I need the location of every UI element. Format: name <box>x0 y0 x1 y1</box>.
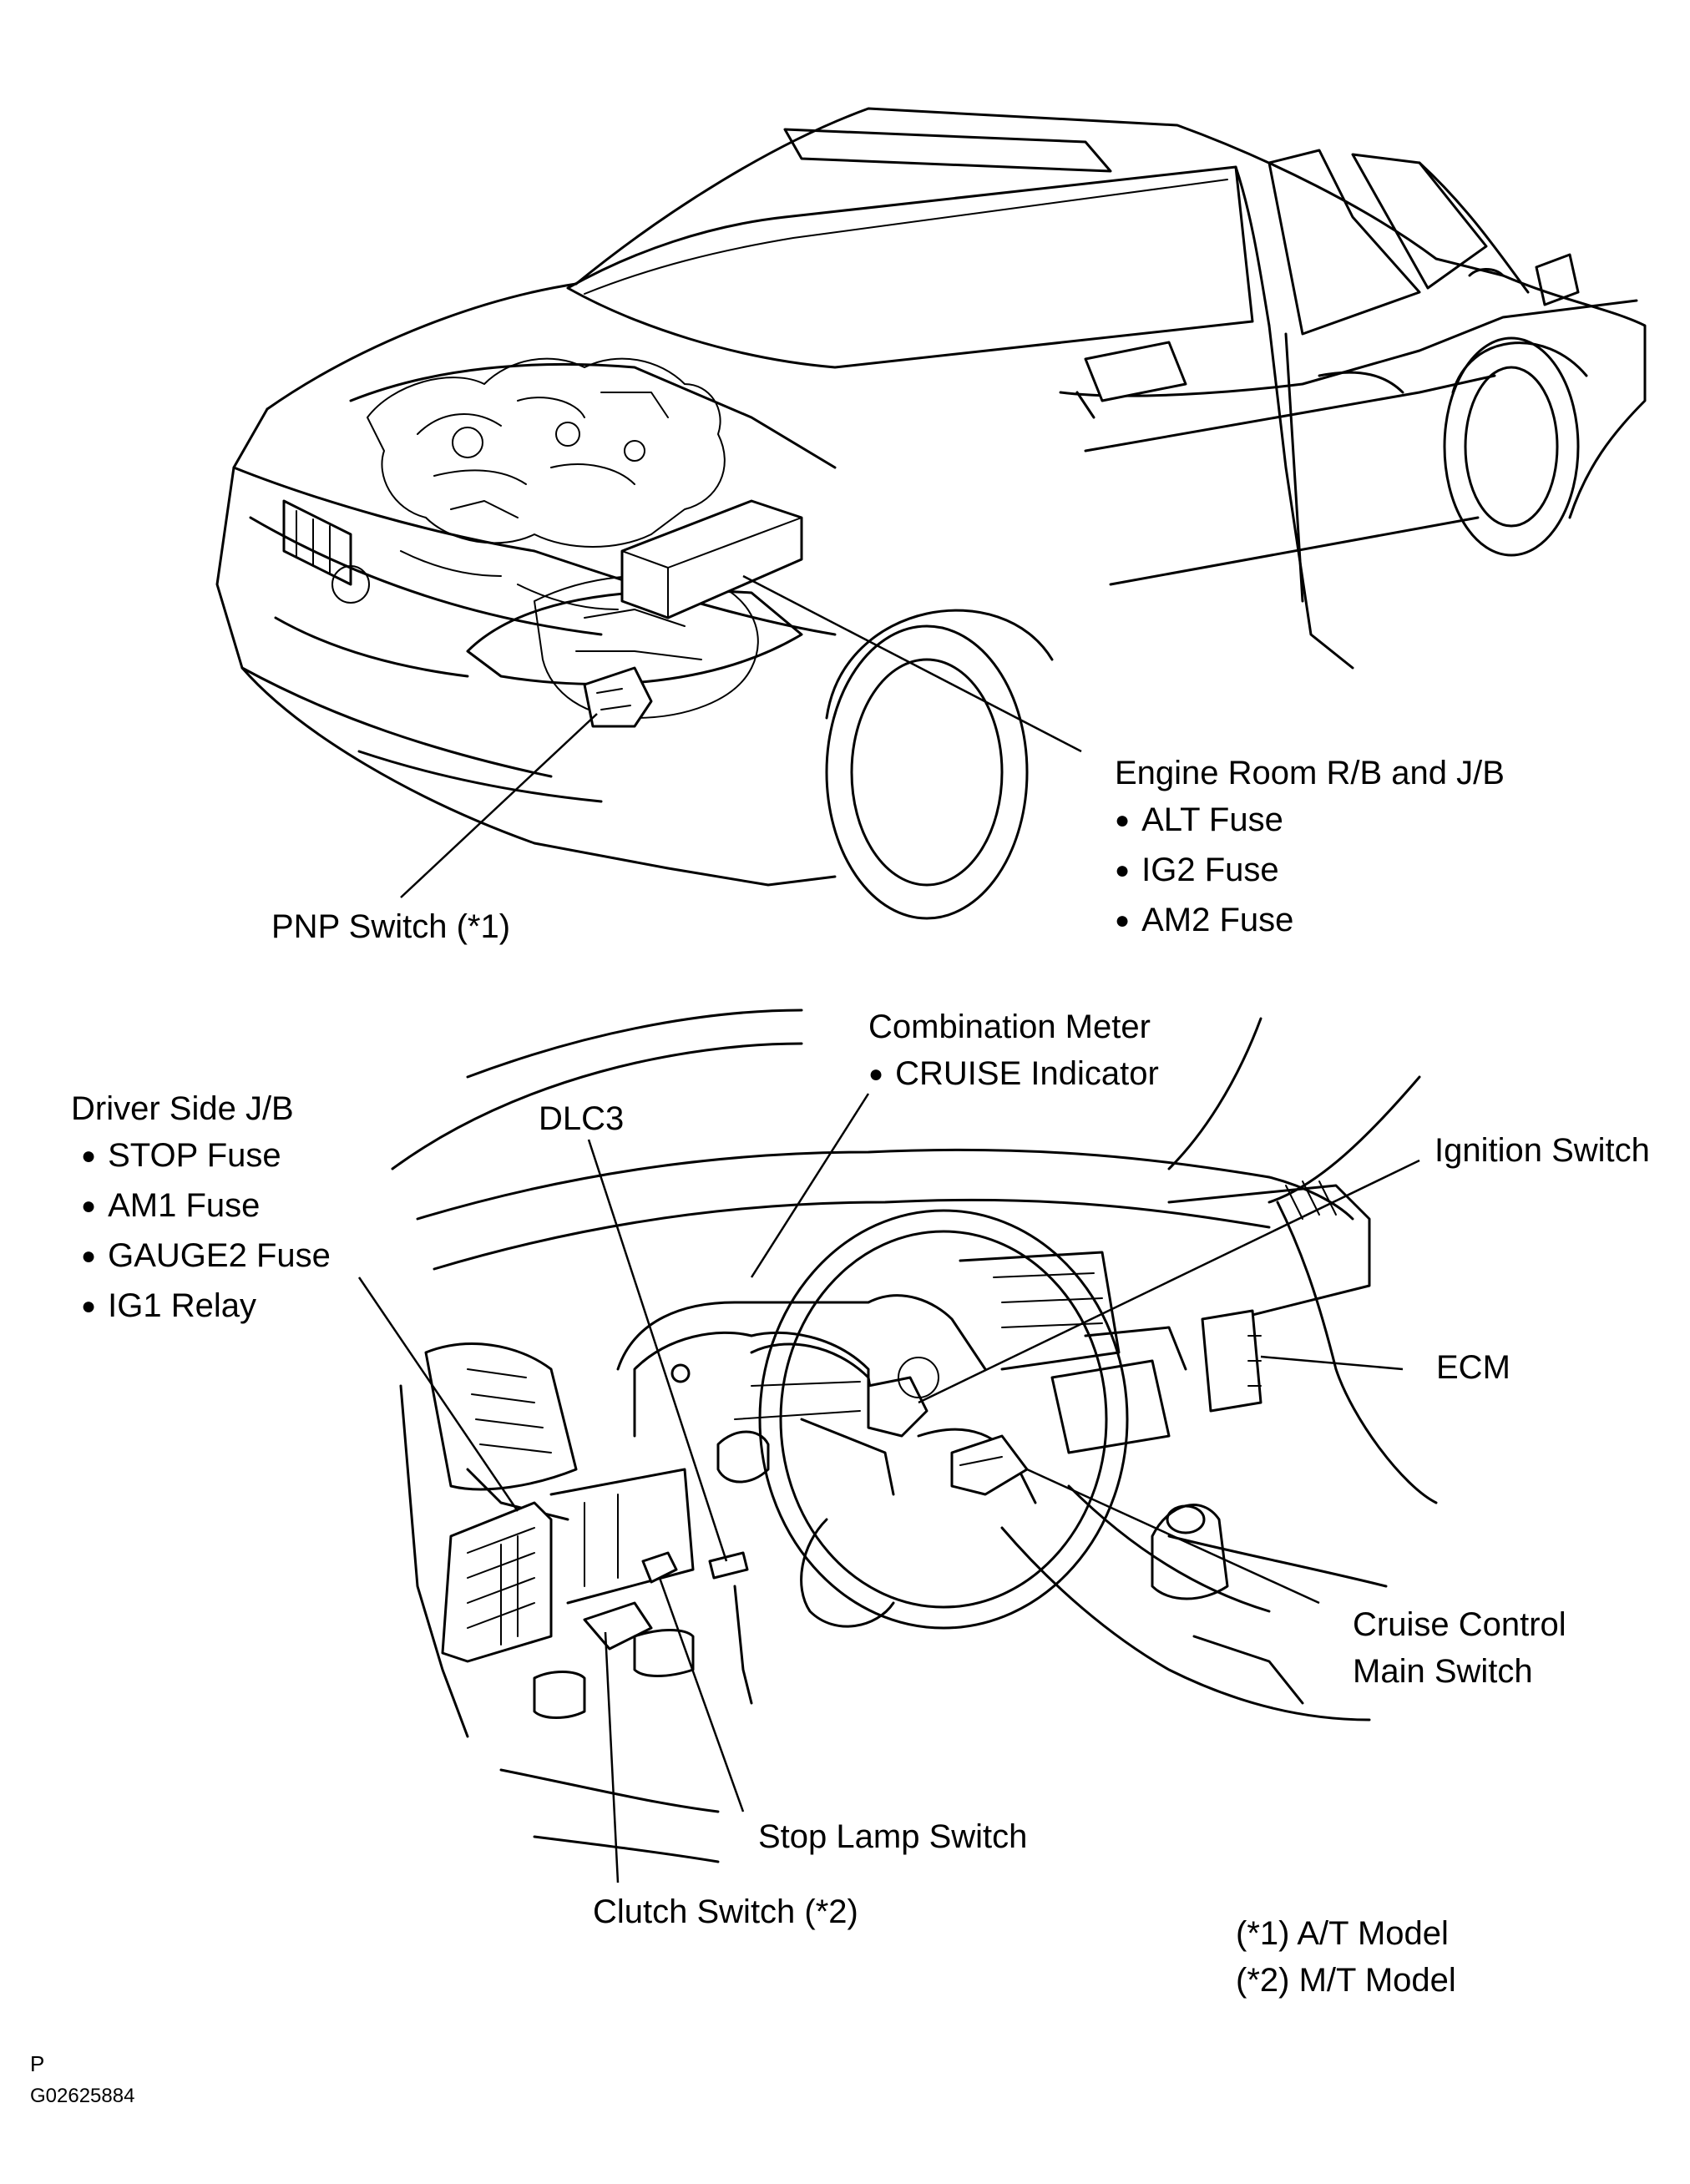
dlc3-label: DLC3 <box>539 1100 625 1137</box>
driver-side-jb-item: GAUGE2 Fuse <box>81 1232 331 1282</box>
leader-clutch-switch <box>604 1631 620 1883</box>
cruise-control-label: Cruise Control Main Switch <box>1353 1601 1566 1695</box>
leader-combination-meter <box>750 1093 870 1278</box>
leader-ecm <box>1260 1355 1404 1371</box>
ignition-switch-label: Ignition Switch <box>1434 1132 1650 1169</box>
combination-meter-item: CRUISE Indicator <box>868 1050 1159 1100</box>
figure-code: G02625884 <box>30 2085 135 2107</box>
leader-stop-lamp-switch <box>658 1577 745 1812</box>
leader-ignition-switch <box>918 1159 1420 1404</box>
car-illustration <box>215 107 1647 920</box>
engine-room-title: Engine Room R/B and J/B <box>1115 755 1505 791</box>
stop-lamp-switch-label: Stop Lamp Switch <box>758 1818 1028 1855</box>
leader-pnp-switch <box>400 713 598 898</box>
engine-room-item: ALT Fuse <box>1115 796 1505 847</box>
engine-room-item: AM2 Fuse <box>1115 897 1505 947</box>
driver-side-jb-item: IG1 Relay <box>81 1282 331 1332</box>
leader-driver-side-jb <box>357 1277 519 1512</box>
clutch-switch-label: Clutch Switch (*2) <box>593 1893 858 1930</box>
leader-engine-room <box>742 574 1082 753</box>
combination-meter-label: Combination Meter CRUISE Indicator <box>868 1004 1159 1100</box>
driver-side-jb-title: Driver Side J/B <box>71 1090 294 1127</box>
dashboard-illustration <box>391 1009 1438 1863</box>
ecm-label: ECM <box>1436 1349 1510 1386</box>
driver-side-jb-label: Driver Side J/B STOP Fuse AM1 Fuse GAUGE… <box>71 1085 331 1332</box>
cruise-control-line: Cruise Control <box>1353 1606 1566 1643</box>
driver-side-jb-item: STOP Fuse <box>81 1132 331 1182</box>
engine-room-label: Engine Room R/B and J/B ALT Fuse IG2 Fus… <box>1115 750 1505 947</box>
cruise-control-line: Main Switch <box>1353 1653 1533 1690</box>
note-line: (*1) A/T Model <box>1236 1915 1449 1952</box>
leader-dlc3 <box>587 1139 728 1562</box>
page-marker: P <box>30 2051 45 2076</box>
driver-side-jb-item: AM1 Fuse <box>81 1182 331 1232</box>
leader-cruise-control <box>1026 1468 1320 1605</box>
note-line: (*2) M/T Model <box>1236 1962 1456 1999</box>
model-notes: (*1) A/T Model (*2) M/T Model <box>1236 1910 1456 2004</box>
pnp-switch-label: PNP Switch (*1) <box>271 908 511 945</box>
engine-room-item: IG2 Fuse <box>1115 847 1505 897</box>
combination-meter-title: Combination Meter <box>868 1009 1151 1045</box>
